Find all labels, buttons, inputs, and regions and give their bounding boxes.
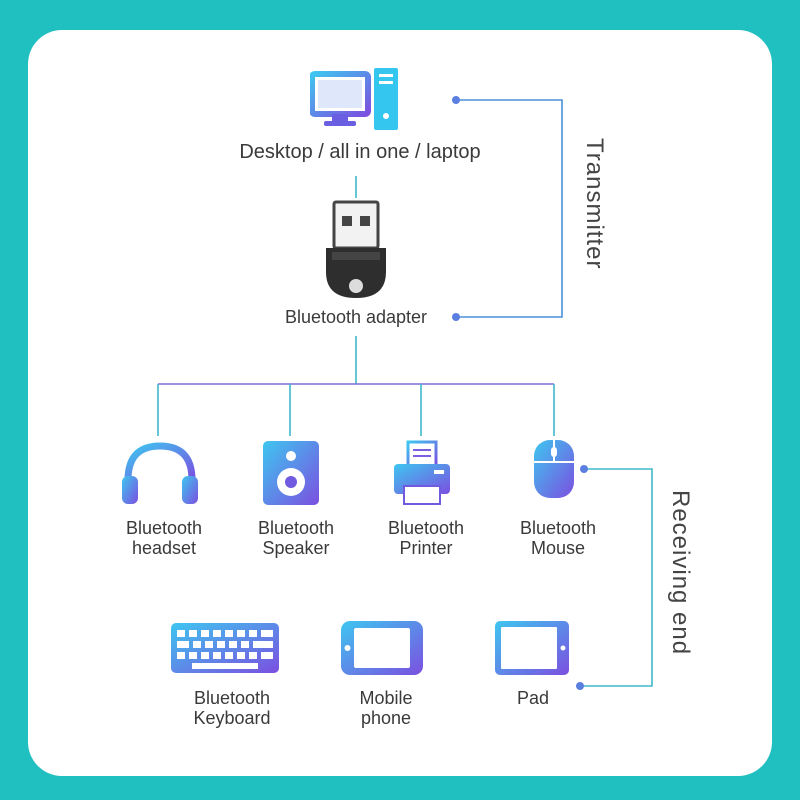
desktop-computer-icon bbox=[310, 68, 398, 130]
mouse-label-line2: Mouse bbox=[530, 538, 586, 558]
pad-label: Pad bbox=[516, 688, 550, 708]
printer-label-line2: Printer bbox=[399, 538, 453, 558]
printer-icon bbox=[394, 440, 450, 505]
keyboard-icon bbox=[171, 623, 279, 673]
receiving-end-label: Receiving end bbox=[667, 490, 694, 656]
speaker-icon bbox=[263, 441, 319, 505]
receiving-dot-bottom bbox=[576, 682, 584, 690]
speaker-label-line1: Bluetooth bbox=[257, 518, 335, 538]
keyboard-label-line1: Bluetooth bbox=[193, 688, 271, 708]
receiving-dot-top bbox=[580, 465, 588, 473]
mouse-icon bbox=[534, 440, 574, 498]
receiving-bracket bbox=[580, 468, 653, 687]
phone-label-line1: Mobile bbox=[359, 688, 413, 708]
transmitter-label: Transmitter bbox=[581, 138, 608, 270]
headset-icon bbox=[122, 442, 198, 506]
transmitter-dot-top bbox=[452, 96, 460, 104]
transmitter-dot-bottom bbox=[452, 313, 460, 321]
tablet-pad-icon bbox=[495, 621, 569, 675]
bluetooth-adapter-icon bbox=[326, 200, 386, 298]
speaker-label-line2: Speaker bbox=[262, 538, 330, 558]
printer-label-line1: Bluetooth bbox=[387, 518, 465, 538]
headset-label-line2: headset bbox=[131, 538, 197, 558]
adapter-label: Bluetooth adapter bbox=[284, 307, 428, 327]
phone-label-line2: phone bbox=[360, 708, 412, 728]
mobile-phone-icon bbox=[341, 621, 423, 675]
mouse-label-line1: Bluetooth bbox=[519, 518, 597, 538]
transmitter-bracket bbox=[456, 99, 563, 318]
desktop-label: Desktop / all in one / laptop bbox=[239, 141, 481, 163]
keyboard-label-line2: Keyboard bbox=[193, 708, 271, 728]
headset-label-line1: Bluetooth bbox=[125, 518, 203, 538]
